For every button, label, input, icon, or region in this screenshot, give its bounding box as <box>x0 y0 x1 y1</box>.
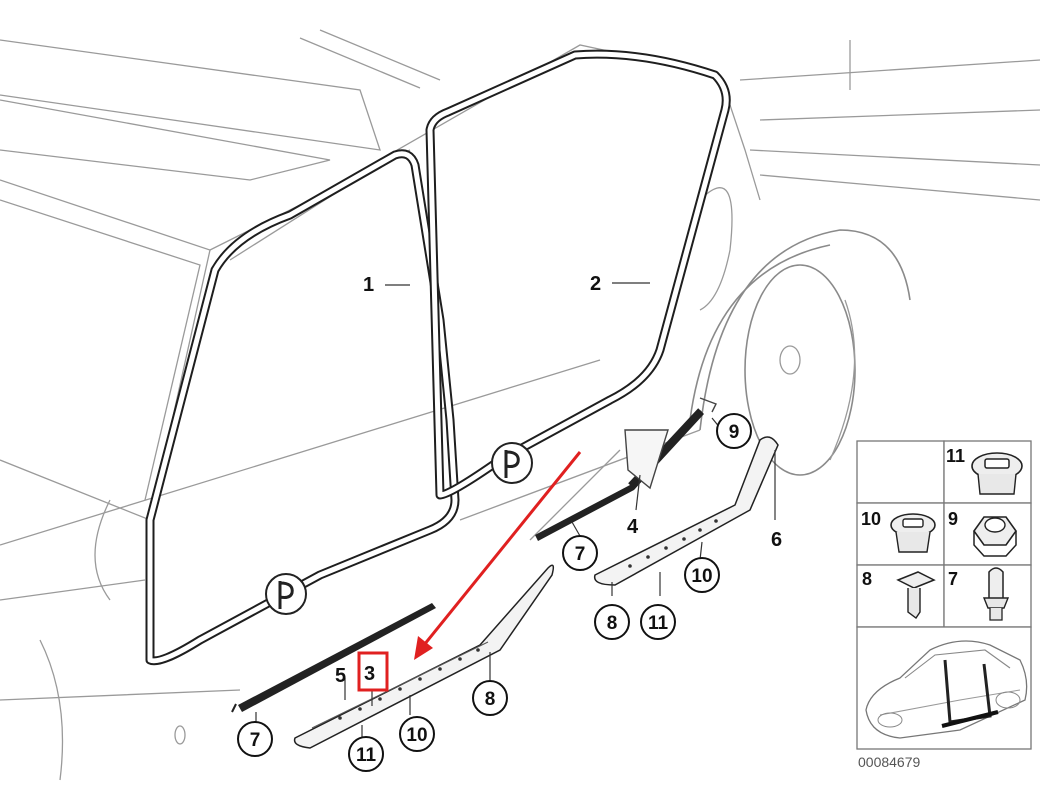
front-door-seal <box>145 149 460 666</box>
legend-label-11: 11 <box>946 446 965 466</box>
highlight-box <box>357 651 389 692</box>
rear-trim-bracket <box>624 397 717 490</box>
hex-nut-icon <box>973 516 1017 557</box>
callout-7-front: 7 <box>237 721 273 757</box>
callout-9: 9 <box>716 413 752 449</box>
front-sill-strip <box>231 603 436 713</box>
callout-6: 6 <box>771 529 782 551</box>
callout-5: 5 <box>335 665 346 687</box>
legend-label-8: 8 <box>862 569 872 589</box>
svg-text:9: 9 <box>729 422 740 443</box>
legend-label-7: 7 <box>948 569 958 589</box>
part-number: 00084679 <box>858 754 921 770</box>
legend-label-9: 9 <box>948 509 958 529</box>
callout-11-front: 11 <box>348 736 384 772</box>
callout-8-front: 8 <box>472 680 508 716</box>
callout-11-rear: 11 <box>640 604 676 640</box>
callout-4: 4 <box>627 516 639 538</box>
svg-text:8: 8 <box>485 689 496 710</box>
clip-nut-icon <box>890 513 936 553</box>
seal-clip-icon <box>491 442 533 484</box>
callout-3: 3 <box>364 663 375 685</box>
callout-10-front: 10 <box>399 716 435 752</box>
svg-text:8: 8 <box>607 613 618 634</box>
seal-clip-icon <box>265 573 307 615</box>
svg-text:7: 7 <box>250 730 261 751</box>
fastener-legend: 11 10 9 8 7 <box>856 440 1032 750</box>
car-overview-thumbnail <box>865 640 1028 739</box>
highlight-arrow <box>414 451 582 660</box>
svg-text:7: 7 <box>575 544 586 565</box>
svg-text:11: 11 <box>648 613 669 634</box>
legend-label-10: 10 <box>861 509 881 529</box>
callout-8-rear: 8 <box>594 604 630 640</box>
car-body-outline <box>0 29 1041 781</box>
front-entrance-cover <box>293 564 555 749</box>
stud-screw-icon <box>982 567 1010 621</box>
callout-1: 1 <box>363 274 374 296</box>
svg-text:10: 10 <box>406 725 427 746</box>
svg-text:10: 10 <box>691 566 712 587</box>
callout-7-rear: 7 <box>562 535 598 571</box>
callout-10-rear: 10 <box>684 557 720 593</box>
expanding-rivet-icon <box>896 571 936 620</box>
leader-lines <box>255 282 776 738</box>
push-nut-icon <box>971 452 1023 495</box>
rear-entrance-cover <box>593 436 779 586</box>
svg-text:11: 11 <box>356 745 377 766</box>
callout-2: 2 <box>590 273 601 295</box>
